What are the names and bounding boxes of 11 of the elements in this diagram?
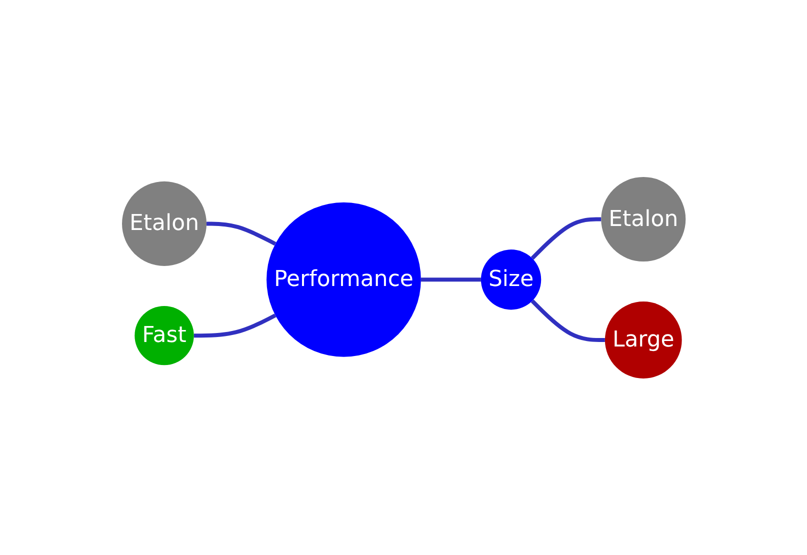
connector xyxy=(206,221,276,246)
connector xyxy=(420,277,481,282)
node-circle: Etalon xyxy=(122,181,206,266)
connector xyxy=(530,299,605,342)
node-circle: Fast xyxy=(134,306,194,365)
node-circle: Etalon xyxy=(600,176,686,262)
node-circle: Large xyxy=(604,301,682,378)
node-circle: Size xyxy=(480,249,541,310)
node-circle: Performance xyxy=(266,202,421,357)
connector xyxy=(194,313,276,338)
connector xyxy=(530,217,601,260)
